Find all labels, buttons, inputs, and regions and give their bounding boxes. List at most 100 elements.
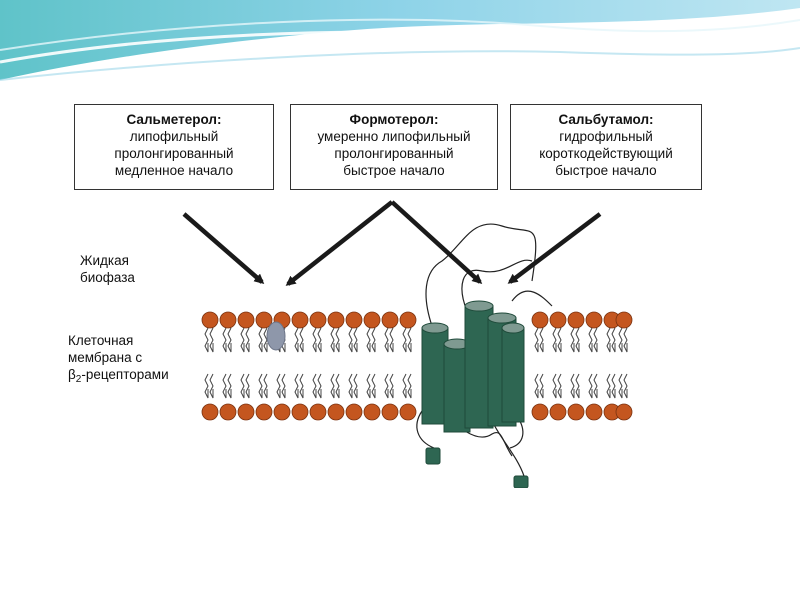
lipid-bilayer (201, 311, 633, 421)
lipid-tail (294, 327, 299, 353)
membrane-line: Клеточная (68, 333, 134, 348)
diagram-figure: Сальметерол: липофильный пролонгированны… (62, 96, 718, 488)
lipid-tail (222, 373, 227, 399)
beta2-receptor (421, 300, 529, 488)
lipid-tail (407, 373, 412, 399)
beta-symbol: β (68, 367, 76, 382)
header-wave-decoration (0, 0, 800, 81)
lipid-tail (389, 373, 394, 399)
lipid-tail (204, 373, 209, 399)
salmeterol-box: Сальметерол: липофильный пролонгированны… (74, 104, 274, 190)
lipid-tail (348, 373, 353, 399)
lipid-head (363, 311, 381, 329)
lipid-tail (618, 327, 623, 353)
lipid-head (345, 403, 363, 421)
box-title: Формотерол: (349, 112, 439, 127)
lipid-tail (330, 327, 335, 353)
lipid-tail (623, 327, 628, 353)
lipid-tail (611, 373, 616, 399)
lipid-head (255, 403, 273, 421)
cell-membrane-label: Клеточная мембрана с β2-рецепторами (68, 332, 169, 388)
lipid-head (549, 403, 567, 421)
box-line: умеренно липофильный (317, 129, 471, 144)
lipid-head (201, 311, 219, 329)
lipid-head (585, 403, 603, 421)
lipid-tail (407, 327, 412, 353)
lipid-head (327, 403, 345, 421)
lipid-head (327, 311, 345, 329)
lipid-head (291, 311, 309, 329)
biophase-line: Жидкая (80, 253, 129, 268)
liquid-biophase-label: Жидкая биофаза (80, 252, 135, 286)
lipid-tail (353, 373, 358, 399)
drug-arrows (182, 200, 602, 286)
lipid-tail (281, 373, 286, 399)
lipid-head (219, 311, 237, 329)
lipid-head (237, 403, 255, 421)
lipid-tail (263, 373, 268, 399)
lipid-head (273, 403, 291, 421)
box-line: медленное начало (114, 163, 234, 178)
lipid-head (567, 403, 585, 421)
lipid-tail (366, 373, 371, 399)
box-title: Сальбутамол: (558, 112, 654, 127)
lipid-head (255, 311, 273, 329)
lipid-tail (312, 327, 317, 353)
lipid-tail (263, 327, 268, 353)
receptor-suffix: -рецепторами (81, 367, 169, 382)
lipid-tail (384, 327, 389, 353)
membrane-diagram (182, 200, 633, 488)
lipid-tail (240, 327, 245, 353)
box-line: быстрое начало (555, 163, 657, 178)
lipid-tail (299, 373, 304, 399)
lipid-tail (299, 327, 304, 353)
lipid-tail (353, 327, 358, 353)
lipid-head (309, 311, 327, 329)
lipid-tail (557, 373, 562, 399)
lipid-tail (552, 373, 557, 399)
lipid-head (309, 403, 327, 421)
salbutamol-box: Сальбутамол: гидрофильный короткодейству… (510, 104, 702, 190)
lipid-tail (575, 373, 580, 399)
box-line: короткодействующий (539, 146, 673, 161)
lipid-tail (534, 373, 539, 399)
lipid-tail (384, 373, 389, 399)
beta-subscript: 2 (75, 374, 82, 385)
lipid-head (399, 403, 417, 421)
lipid-tail (222, 327, 227, 353)
lipid-tail (335, 373, 340, 399)
lipid-head (201, 403, 219, 421)
lipid-tail (240, 373, 245, 399)
lipid-tail (227, 327, 232, 353)
biophase-line: биофаза (80, 270, 135, 285)
lipid-tail (227, 373, 232, 399)
lipid-tail (570, 373, 575, 399)
lipid-tail (618, 373, 623, 399)
box-line: быстрое начало (343, 163, 445, 178)
lipid-tail (330, 373, 335, 399)
lipid-tail (539, 373, 544, 399)
lipid-tail (534, 327, 539, 353)
box-title: Сальметерол: (126, 112, 222, 127)
box-line: гидрофильный (559, 129, 653, 144)
lipid-tail (258, 373, 263, 399)
lipid-tail (606, 327, 611, 353)
box-line: пролонгированный (114, 146, 234, 161)
lipid-head (345, 311, 363, 329)
lipid-tail (402, 373, 407, 399)
lipid-tail (245, 327, 250, 353)
formoterol-box: Формотерол: умеренно липофильный пролонг… (290, 104, 498, 190)
lipid-tail (245, 373, 250, 399)
lipid-tail (588, 373, 593, 399)
lipid-tail (209, 373, 214, 399)
lipid-head (531, 311, 549, 329)
lipid-tail (348, 327, 353, 353)
lipid-tail (623, 373, 628, 399)
lipid-head (531, 403, 549, 421)
drug-molecule (266, 321, 286, 351)
box-line: липофильный (129, 129, 219, 144)
lipid-tail (588, 327, 593, 353)
lipid-tail (276, 373, 281, 399)
lipid-tail (552, 327, 557, 353)
lipid-head (399, 311, 417, 329)
